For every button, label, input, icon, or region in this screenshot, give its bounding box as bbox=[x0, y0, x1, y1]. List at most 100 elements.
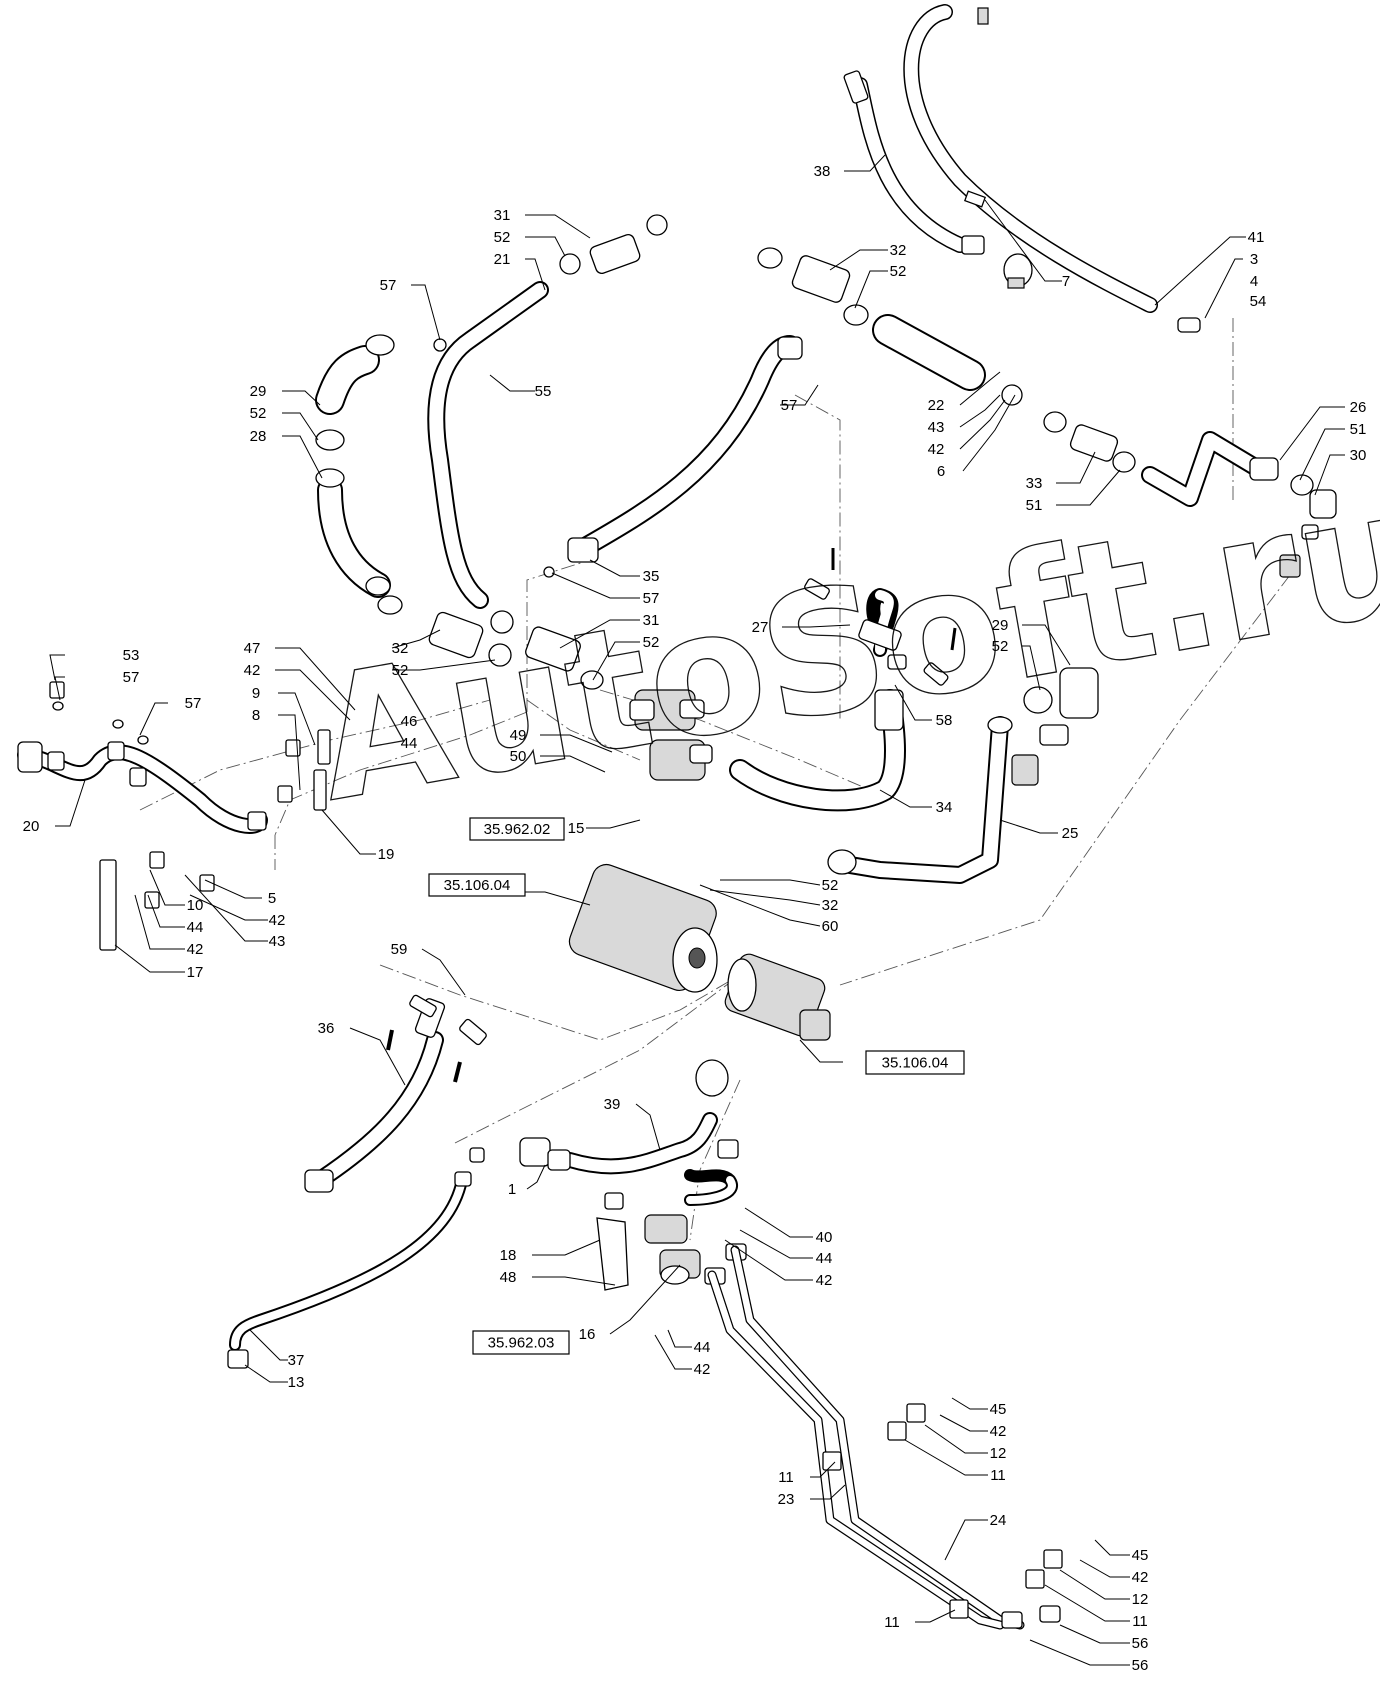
callout-label: 51 bbox=[1350, 421, 1367, 438]
callout-label: 57 bbox=[380, 277, 397, 294]
callout-label: 8 bbox=[252, 707, 260, 724]
callout-label: 29 bbox=[250, 383, 267, 400]
callout-label: 42 bbox=[269, 912, 286, 929]
callout-label: 44 bbox=[187, 919, 204, 936]
bracket-valve-16 bbox=[596, 1214, 747, 1291]
callout-label: 9 bbox=[252, 685, 260, 702]
callout-label: 44 bbox=[401, 735, 418, 752]
callout-label: 26 bbox=[1350, 399, 1367, 416]
callout-label: 48 bbox=[500, 1269, 517, 1286]
callout-label: 37 bbox=[288, 1352, 305, 1369]
callout-label: 33 bbox=[1026, 475, 1043, 492]
callout-label: 52 bbox=[250, 405, 267, 422]
reference-box[interactable]: 35.106.04 bbox=[865, 1050, 965, 1075]
callout-label: 11 bbox=[1132, 1613, 1148, 1630]
callout-label: 52 bbox=[643, 634, 660, 651]
callout-label: 52 bbox=[890, 263, 907, 280]
hose-35 bbox=[567, 335, 803, 563]
callout-label: 23 bbox=[778, 1491, 795, 1508]
callout-label: 28 bbox=[250, 428, 267, 445]
callout-label: 32 bbox=[392, 640, 409, 657]
callout-label: 24 bbox=[990, 1512, 1007, 1529]
callout-label: 42 bbox=[244, 662, 261, 679]
callout-label: 6 bbox=[937, 463, 945, 480]
callout-label: 18 bbox=[500, 1247, 517, 1264]
callout-label: 31 bbox=[643, 612, 660, 629]
callout-label: 42 bbox=[816, 1272, 833, 1289]
hose-39 bbox=[519, 1059, 739, 1210]
callout-label: 12 bbox=[1132, 1591, 1149, 1608]
reference-boxes: 35.962.02 35.106.04 35.106.04 35.962.03 bbox=[428, 817, 965, 1355]
valve-block-15 bbox=[629, 689, 713, 781]
reference-box[interactable]: 35.962.02 bbox=[469, 817, 565, 841]
callout-label: 36 bbox=[318, 1020, 335, 1037]
watermark: AutoSoft.ru bbox=[302, 451, 1380, 841]
callout-label: 44 bbox=[816, 1250, 833, 1267]
callout-label: 52 bbox=[494, 229, 511, 246]
callout-label: 27 bbox=[752, 619, 769, 636]
callout-label: 44 bbox=[694, 1339, 711, 1356]
reference-box-frame bbox=[469, 817, 565, 841]
callout-label: 50 bbox=[510, 748, 527, 765]
reference-box-label: 35.962.03 bbox=[488, 1335, 555, 1352]
upper-right-fittings bbox=[757, 247, 1337, 578]
reference-box-frame bbox=[428, 873, 526, 897]
callout-label: 43 bbox=[928, 419, 945, 436]
reference-box-label: 35.106.04 bbox=[444, 877, 511, 894]
callout-label: 3 bbox=[1250, 251, 1258, 268]
callout-label: 53 bbox=[123, 647, 140, 664]
reference-box[interactable]: 35.106.04 bbox=[428, 873, 526, 897]
pump-assembly bbox=[568, 863, 831, 1041]
reference-box[interactable]: 35.962.03 bbox=[472, 1330, 570, 1355]
callout-label: 12 bbox=[990, 1445, 1007, 1462]
callout-label: 4 bbox=[1250, 273, 1258, 290]
callout-label: 15 bbox=[568, 820, 585, 837]
hose-37 bbox=[227, 1147, 485, 1369]
callout-label: 34 bbox=[936, 799, 953, 816]
callout-label: 29 bbox=[992, 617, 1009, 634]
callout-label: 35 bbox=[643, 568, 660, 585]
callout-label: 11 bbox=[884, 1614, 900, 1631]
callout-label: 39 bbox=[604, 1096, 621, 1113]
callout-label: 41 bbox=[1248, 229, 1265, 246]
mid-fittings bbox=[428, 566, 604, 690]
callout-label: 55 bbox=[535, 383, 552, 400]
callout-label: 42 bbox=[187, 941, 204, 958]
callout-label: 21 bbox=[494, 251, 511, 268]
callout-label: 11 bbox=[990, 1467, 1006, 1484]
callout-label: 57 bbox=[123, 669, 140, 686]
reference-box-frame bbox=[865, 1050, 965, 1075]
callout-label: 43 bbox=[269, 933, 286, 950]
callout-label: 56 bbox=[1132, 1657, 1149, 1674]
callout-label: 1 bbox=[508, 1181, 516, 1198]
callout-label: 46 bbox=[401, 713, 418, 730]
callout-label: 54 bbox=[1250, 293, 1267, 310]
reference-box-frame bbox=[472, 1330, 570, 1355]
callout-label: 38 bbox=[814, 163, 831, 180]
callout-label: 42 bbox=[1132, 1569, 1149, 1586]
callout-label: 31 bbox=[494, 207, 511, 224]
callout-label: 52 bbox=[992, 638, 1009, 655]
leader-lines bbox=[49, 154, 1345, 1666]
reference-box-label: 35.962.02 bbox=[484, 821, 551, 838]
callout-label: 25 bbox=[1062, 825, 1079, 842]
callout-label: 47 bbox=[244, 640, 261, 657]
pipes-23-24 bbox=[707, 1245, 1063, 1630]
callout-label: 45 bbox=[990, 1401, 1007, 1418]
callout-label: 19 bbox=[378, 846, 395, 863]
callout-label: 42 bbox=[990, 1423, 1007, 1440]
hose-34-27 bbox=[729, 548, 957, 812]
callout-label: 7 bbox=[1062, 273, 1070, 290]
hose-28-29 bbox=[315, 334, 403, 615]
callout-label: 59 bbox=[391, 941, 408, 958]
callout-label: 40 bbox=[816, 1229, 833, 1246]
callout-label: 22 bbox=[928, 397, 945, 414]
callout-label: 32 bbox=[822, 897, 839, 914]
hose-38-41 bbox=[843, 4, 1201, 333]
hose-21 bbox=[427, 214, 668, 609]
callout-label: 17 bbox=[187, 964, 204, 981]
callout-label: 58 bbox=[936, 712, 953, 729]
callout-label: 42 bbox=[694, 1361, 711, 1378]
